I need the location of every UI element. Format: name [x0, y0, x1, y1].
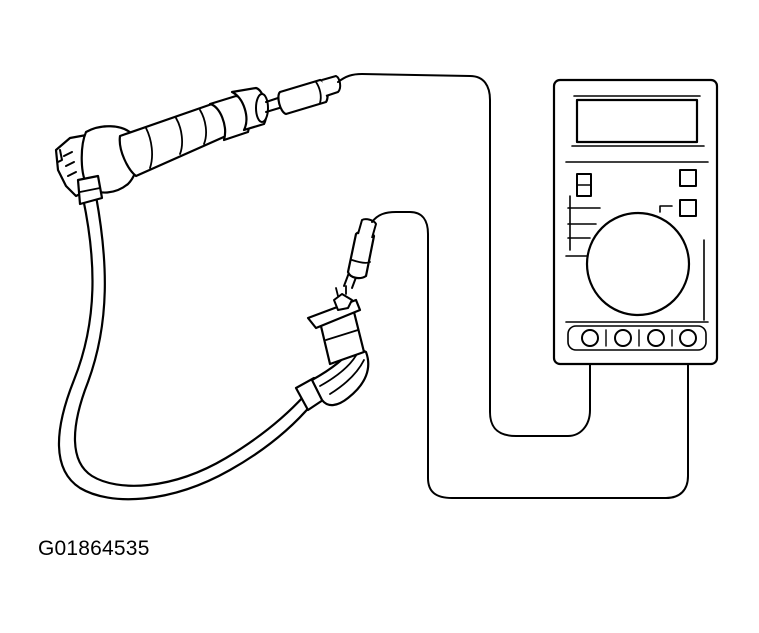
figure-id-label: G01864535	[38, 537, 150, 560]
multimeter	[552, 78, 719, 366]
test-probe-lower	[343, 218, 377, 289]
ignition-lead	[57, 194, 314, 501]
ignition-coil-boot	[54, 86, 287, 206]
jack-1	[581, 329, 599, 347]
spark-plug-boot	[294, 285, 370, 412]
test-probe-upper	[277, 75, 342, 116]
jack-3	[647, 329, 665, 347]
jack-2	[614, 329, 632, 347]
meter-test-leads	[337, 73, 689, 499]
jack-4	[679, 329, 697, 347]
